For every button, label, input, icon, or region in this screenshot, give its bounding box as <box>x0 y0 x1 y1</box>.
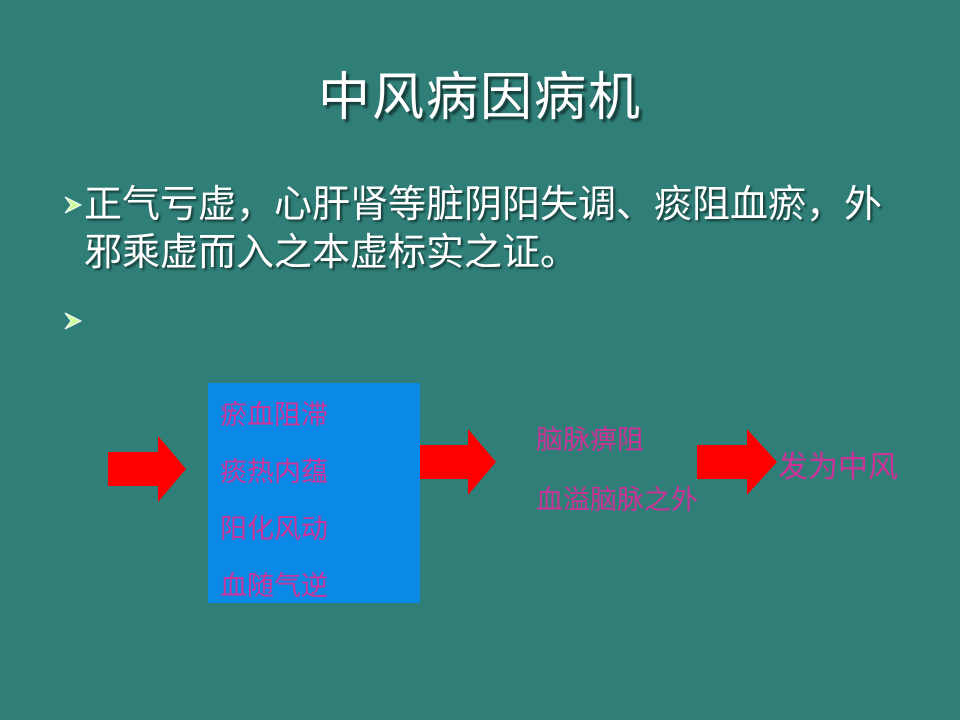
causes-box: 瘀血阻滞 痰热内蕴 阳化风动 血随气逆 <box>208 383 420 603</box>
arrowhead-bullet-icon <box>64 196 83 214</box>
arrowhead-bullet-icon <box>64 312 83 330</box>
middle-arrow-icon <box>420 429 496 495</box>
left-arrow-icon <box>108 436 186 502</box>
right-arrow-icon <box>697 429 777 495</box>
cause-phlegm-heat: 痰热内蕴 <box>220 457 328 488</box>
bullet-text-1: 正气亏虚，心肝肾等脏阴阳失调、痰阻血瘀，外邪乘虚而入之本虚标实之证。 <box>84 182 883 274</box>
cause-blood-stasis: 瘀血阻滞 <box>220 400 328 431</box>
result-stroke: 发为中风 <box>778 450 898 485</box>
cause-blood-qi-reverse: 血随气逆 <box>220 571 328 602</box>
cause-yang-wind: 阳化风动 <box>220 514 328 545</box>
slide-title: 中风病因病机 <box>317 68 642 128</box>
pathology-vessel-block: 脑脉痹阻 <box>536 425 644 456</box>
bullet-item-1: 正气亏虚，心肝肾等脏阴阳失调、痰阻血瘀，外邪乘虚而入之本虚标实之证。 <box>62 180 902 276</box>
bullet-item-2 <box>62 296 902 344</box>
pathology-blood-overflow: 血溢脑脉之外 <box>536 485 698 516</box>
